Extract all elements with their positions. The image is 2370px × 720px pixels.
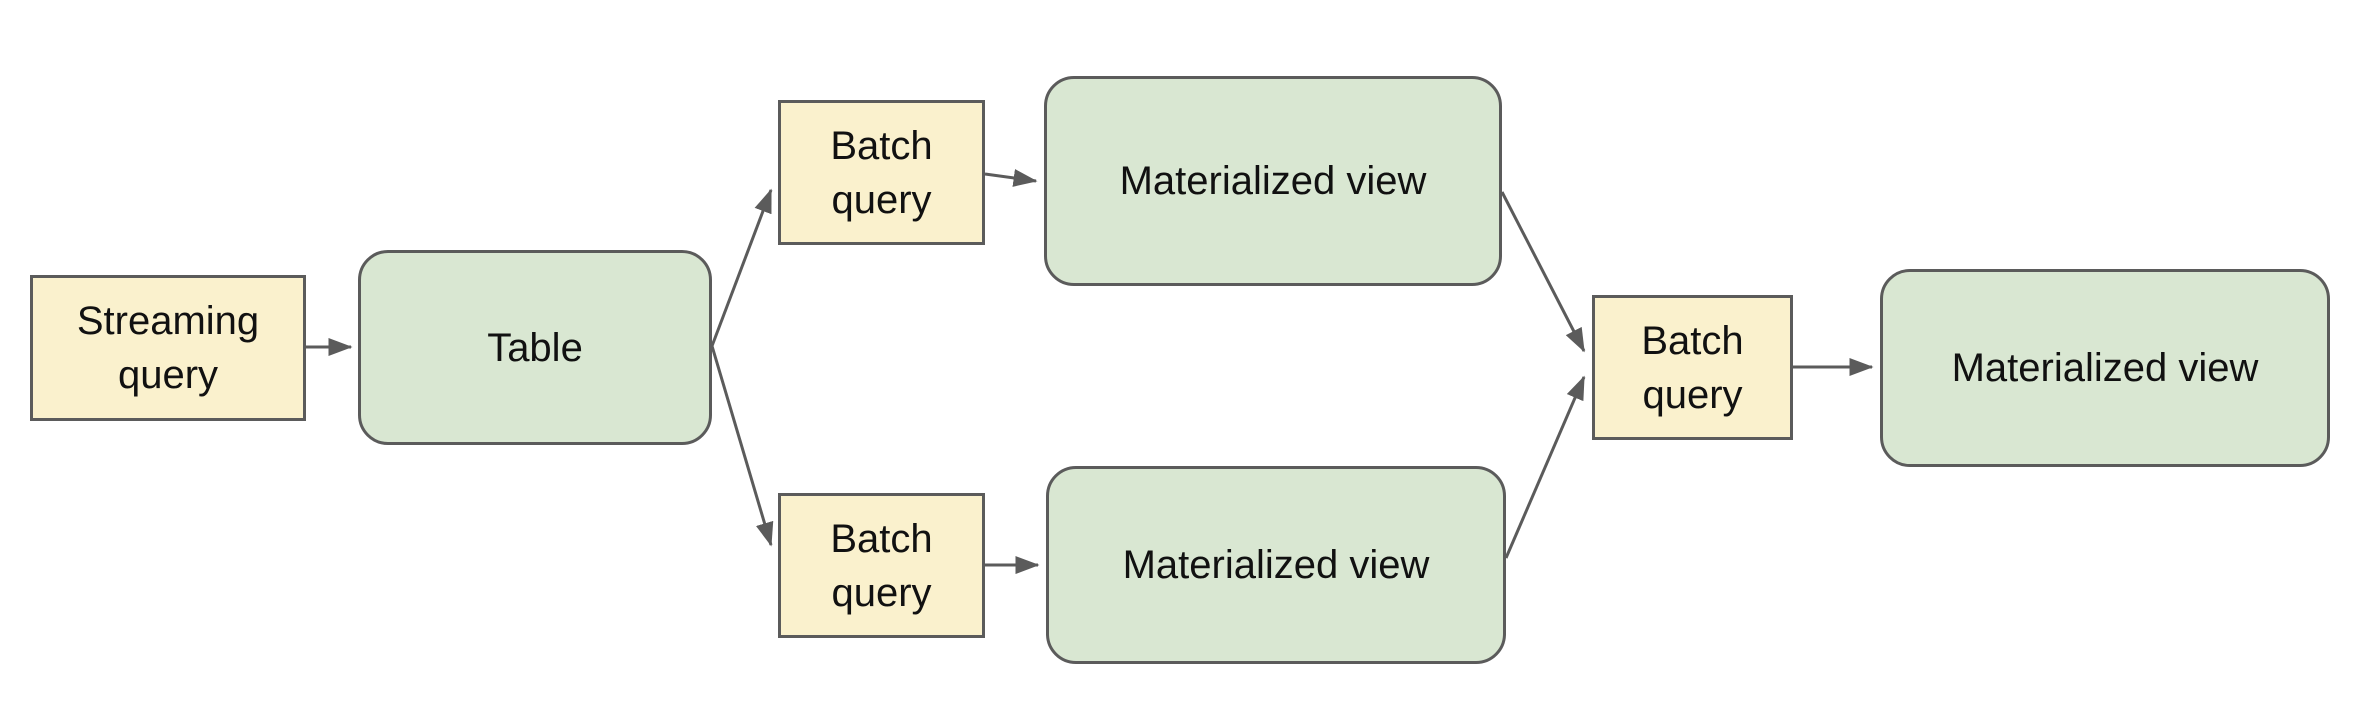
- node-materialized-view-top-label: Materialized view: [1119, 159, 1427, 203]
- edge-materialized-view-top-to-batch-query-final: [1500, 191, 1586, 353]
- node-batch-query-bottom-label: Batch query: [830, 516, 933, 615]
- edge-table-to-batch-query-bottom: [710, 345, 774, 547]
- node-materialized-view-top: Materialized view: [1044, 76, 1502, 286]
- node-batch-query-final: Batch query: [1592, 295, 1793, 440]
- node-table: Table: [358, 250, 712, 445]
- node-batch-query-top: Batch query: [778, 100, 985, 245]
- edge-batch-query-top-to-materialized-view-top: [984, 169, 1038, 187]
- node-materialized-view-bottom: Materialized view: [1046, 466, 1506, 664]
- edge-table-to-batch-query-top: [710, 188, 773, 347]
- node-batch-query-bottom: Batch query: [778, 493, 985, 638]
- node-batch-query-top-label: Batch query: [830, 123, 933, 222]
- node-streaming-query-label: Streaming query: [76, 299, 260, 397]
- node-materialized-view-bottom-label: Materialized view: [1122, 543, 1430, 587]
- node-batch-query-final-label: Batch query: [1641, 318, 1744, 417]
- edge-materialized-view-bottom-to-batch-query-final: [1504, 375, 1586, 559]
- node-streaming-query: Streaming query: [30, 275, 306, 421]
- node-table-label: Table: [487, 325, 583, 370]
- node-materialized-view-final: Materialized view: [1880, 269, 2330, 467]
- node-materialized-view-final-label: Materialized view: [1951, 346, 2259, 390]
